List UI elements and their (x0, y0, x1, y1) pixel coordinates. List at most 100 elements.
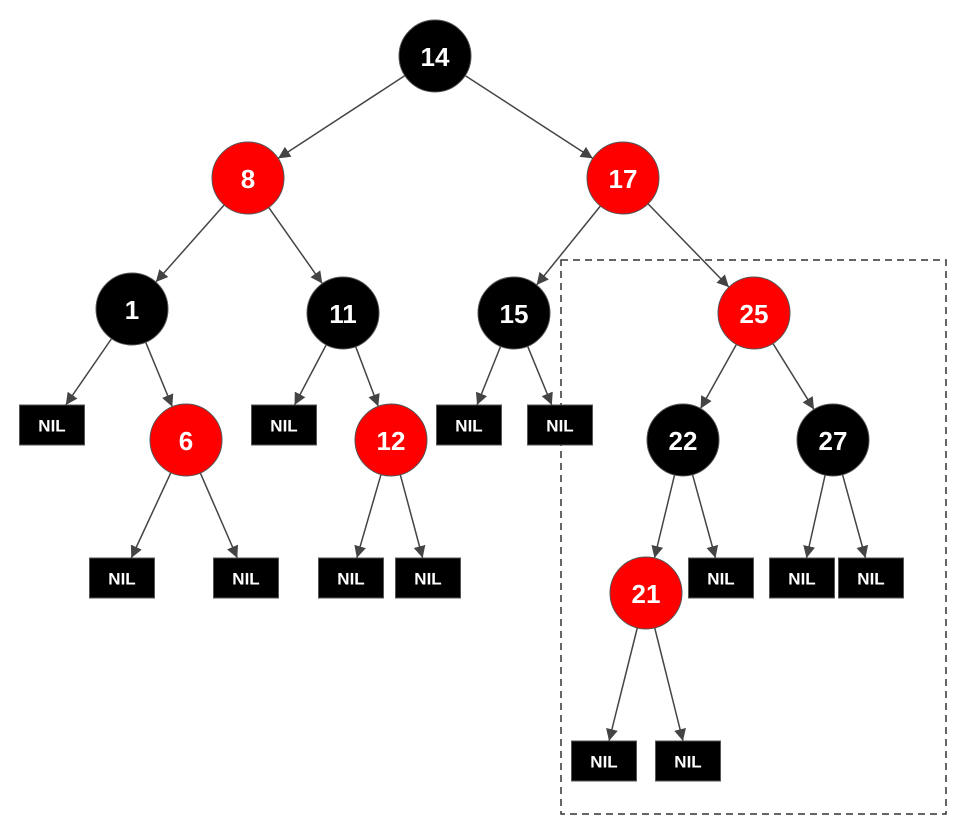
edge-n8-n1 (155, 204, 225, 283)
edge-n14-n8 (277, 75, 406, 159)
nil-leaf: NIL (571, 740, 637, 782)
nil-box (19, 404, 85, 446)
tree-node-22: 22 (646, 403, 720, 477)
nil-leaf: NIL (19, 404, 85, 446)
edge-n25-n27 (772, 343, 815, 410)
nil-leaf: NIL (527, 404, 593, 446)
nil-leaf: NIL (318, 557, 384, 599)
nil-box (213, 557, 279, 599)
edge-n14-n17 (464, 74, 594, 160)
tree-node-8: 8 (211, 141, 285, 215)
nil-leaf: NIL (655, 740, 721, 782)
node-key-label: 22 (669, 426, 698, 456)
nil-label: NIL (674, 753, 701, 772)
nil-leaf: NIL (395, 557, 461, 599)
nil-label: NIL (337, 570, 364, 589)
node-circle-black (398, 19, 472, 93)
nil-leaf: NIL (838, 557, 904, 599)
tree-node-6: 6 (149, 403, 223, 477)
node-circle-red (211, 141, 285, 215)
nil-label: NIL (38, 417, 65, 436)
node-key-label: 27 (819, 426, 848, 456)
tree-node-1: 1 (95, 272, 169, 346)
edge-n15-L4 (526, 346, 553, 406)
edge-n27-L10 (803, 474, 826, 559)
edge-n25-n22 (699, 344, 738, 409)
nil-label: NIL (232, 570, 259, 589)
edge-n17-n15 (536, 205, 601, 286)
nil-label: NIL (546, 417, 573, 436)
tree-node-12: 12 (354, 403, 428, 477)
edge-n21-L12 (606, 627, 638, 742)
nil-label: NIL (414, 570, 441, 589)
tree-node-15: 15 (477, 276, 551, 350)
node-circle-black (95, 272, 169, 346)
edge-n6-L6 (199, 472, 239, 559)
nil-label: NIL (590, 753, 617, 772)
nil-label: NIL (270, 417, 297, 436)
nil-leaf: NIL (436, 404, 502, 446)
nil-leaf: NIL (769, 557, 835, 599)
nil-box (436, 404, 502, 446)
node-circle-black (796, 403, 870, 477)
edge-n21-L13 (654, 627, 686, 742)
node-key-label: 12 (377, 426, 406, 456)
edge-n1-L1 (65, 338, 113, 406)
edge-n11-L2 (293, 344, 327, 406)
node-circle-red (609, 556, 683, 630)
nil-box (655, 740, 721, 782)
edge-n6-L5 (130, 472, 172, 559)
nil-box (571, 740, 637, 782)
tree-node-21: 21 (609, 556, 683, 630)
edge-n8-n11 (268, 207, 323, 284)
nil-box (395, 557, 461, 599)
node-circle-black (306, 276, 380, 350)
nil-label: NIL (857, 570, 884, 589)
nil-leaf: NIL (251, 404, 317, 446)
nil-leaf: NIL (89, 557, 155, 599)
tree-node-27: 27 (796, 403, 870, 477)
tree-node-17: 17 (586, 141, 660, 215)
tree-node-25: 25 (717, 276, 791, 350)
tree-node-11: 11 (306, 276, 380, 350)
nil-box (318, 557, 384, 599)
node-circle-red (717, 276, 791, 350)
nil-leaves: NIL NIL NIL NIL NIL NIL NIL NIL NIL NIL NIL NIL NIL (19, 404, 904, 782)
edge-n11-n12 (355, 346, 380, 407)
node-key-label: 8 (241, 164, 255, 194)
node-key-label: 11 (329, 299, 357, 329)
node-key-label: 6 (179, 426, 193, 456)
edge-n22-L9 (691, 474, 719, 559)
node-key-label: 21 (632, 579, 661, 609)
edge-n12-L8 (399, 474, 426, 559)
nil-label: NIL (455, 417, 482, 436)
edge-n22-n21 (651, 474, 676, 559)
node-key-label: 25 (740, 299, 769, 329)
tree-node-14: 14 (398, 19, 472, 93)
edge-n27-L11 (841, 474, 869, 559)
nil-box (527, 404, 593, 446)
edge-n15-L3 (475, 346, 502, 406)
nil-box (769, 557, 835, 599)
nil-leaf: NIL (213, 557, 279, 599)
nil-label: NIL (108, 570, 135, 589)
highlighted-subtree-box (560, 259, 947, 815)
edge-n17-n25 (647, 203, 730, 288)
node-circle-red (586, 141, 660, 215)
node-key-label: 1 (125, 295, 139, 325)
nil-box (838, 557, 904, 599)
nil-label: NIL (707, 570, 734, 589)
edge-n1-n6 (145, 341, 174, 408)
node-key-label: 17 (609, 164, 638, 194)
tree-edges (65, 74, 869, 742)
node-key-label: 14 (421, 42, 450, 72)
node-circle-black (477, 276, 551, 350)
node-key-label: 15 (500, 299, 529, 329)
nil-box (251, 404, 317, 446)
edge-n12-L7 (354, 474, 382, 559)
nil-leaf: NIL (688, 557, 754, 599)
node-circle-black (646, 403, 720, 477)
nil-box (89, 557, 155, 599)
